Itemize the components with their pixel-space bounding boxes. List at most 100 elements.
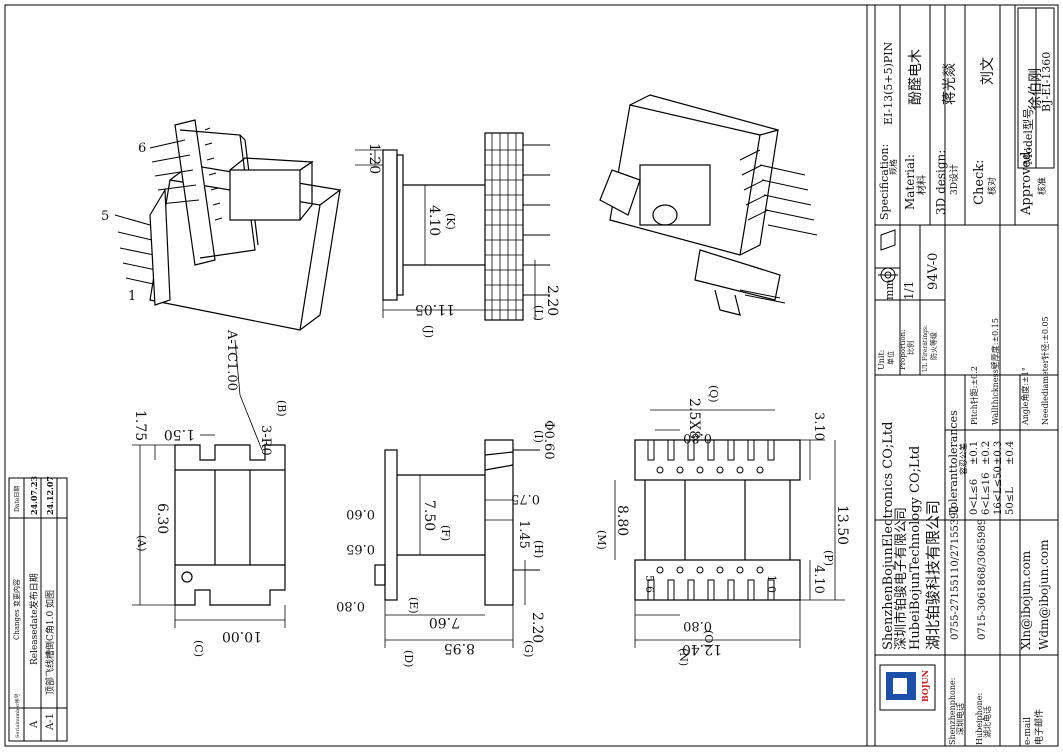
dim-1-50: 1.50 [164,426,195,442]
tolerances-title: Toleranttolerances [947,410,960,515]
dim-2-20-top: 2.20 [544,285,560,316]
label-b: (B) [275,400,288,417]
dim-0-65: 0.65 [346,541,375,556]
dim-10-00: 10.00 [222,628,262,644]
check-value: 刘文 [980,57,996,85]
label-q: (Q) [707,385,720,403]
dim-7-50: 7.50 [421,500,437,531]
email-label-cn: 电子邮件 [1033,709,1045,745]
label-m: (M) [595,530,608,550]
check-label-cn: 核对 [986,177,998,195]
label-j: (J) [422,325,435,338]
shenzhen-phone-value: 0755-27155110/27155392 [950,506,961,640]
iso-pin-5-label: 5 [101,209,109,224]
approved-label: Approved: [1019,147,1034,216]
tol-range-1: 0<L≤6 [969,479,980,515]
design-label: 3D design: [934,150,948,215]
approved-label-cn: 核准 [1036,177,1048,195]
approved-value: 徐伯刚 [1028,68,1044,110]
top-view-dims [355,149,536,320]
logo-text: BOJUN [920,670,930,702]
projection-symbol-icon [878,229,898,283]
check-label: Check: [972,159,987,205]
ul-value: 94V-0 [926,253,941,290]
iso-view-pins [114,119,341,331]
dim-6-30: 6.30 [154,503,170,534]
pin-0-label: 0 [765,586,778,593]
model-label: Model型号 [1021,108,1035,165]
bottom-view [634,439,801,601]
dim-0-80-top: 0.80 [683,430,712,445]
proportion-value: 1/1 [902,281,916,300]
dim-13-50: 13.50 [834,505,850,545]
spec-label: Specification: [878,144,891,220]
ul-label: UL Fireratings: [922,325,929,372]
dim-phi-0-60: Φ0.60 [541,420,556,460]
dim-4-10-bottom: 4.10 [811,565,826,594]
email-1: Xln@ibojun.com [1019,550,1033,650]
proportion-label: Proportion: [899,330,907,370]
tol-range-3: 16<L≤50 [993,466,1004,515]
tol-value-4: ±0.4 [1005,441,1016,465]
dim-3-r0: 3-R0 [258,425,273,456]
unit-value: mm [883,279,896,300]
dim-11-05: 11.05 [415,301,455,317]
change-row-2-serial: A-1 [45,713,56,731]
tolerances-title-cn: 容忍公差 [958,443,968,475]
dim-7-60: 7.60 [429,614,460,630]
material-label: Material: [903,154,917,210]
tol-range-4: 50≤L [1005,487,1016,515]
label-e: (E) [407,597,420,614]
dim-chamfer: A-1C1.00 [224,329,239,391]
tol-note-2: Wallthickness壁厚度:±0.15 [990,318,1000,425]
spec-label-cn: 规格 [888,159,898,175]
iso-view-right [599,94,818,316]
dim-2-20-side: 2.20 [529,612,545,643]
spec-value: EI-13(5+5)PIN [882,41,895,125]
change-header-serial: Serialnumber序号 [14,693,21,738]
tol-note-3: Angle角度:±1° [1020,367,1030,426]
pin-6-label: 6 [643,586,656,593]
label-g: (G) [522,640,535,657]
proportion-label-cn: 比例 [906,341,915,355]
label-n: (N) [677,648,690,666]
change-table: Serialnumber序号 Changes 变更内容 Date日期 A Rel… [8,476,68,742]
dim-12-40: 12.40 [682,641,722,657]
label-i: (I) [532,430,545,443]
pin-5-label: 5 [643,575,656,582]
dim-8-95: 8.95 [444,640,475,656]
pin-1-label: 1 [765,575,778,582]
dim-3-10: 3.10 [811,412,826,441]
change-header-content: Changes 变更内容 [12,579,21,640]
change-row-2-date: 24.12.07 [45,476,55,515]
title-block [874,5,1058,746]
tol-value-2: ±0.2 [981,441,992,465]
tol-note-1: Pitch针距:±0.2 [969,366,979,425]
company-en-1: ShenzhenBojunElectronics CO;Ltd [881,422,896,650]
dim-0-75: 0.75 [511,491,540,506]
ul-label-cn: 防火等级 [929,332,938,360]
bojun-logo: BOJUN [879,664,936,711]
change-row-2-content: 顶部飞线槽倒C角1.0 如图 [44,590,56,695]
label-o: (O) [702,630,715,648]
tol-value-1: ±0.1 [969,441,980,465]
tol-range-2: 6<L≤16 [981,473,992,516]
label-f: (F) [439,525,452,541]
top-view [382,132,550,321]
unit-label: Unit: [877,350,886,370]
bottom-view-dims [614,409,845,648]
company-cn-2: 湖北铂骏科技有限公司 [924,500,942,650]
unit-label-cn: 单位 [886,351,895,365]
email-label: e-mail [1023,717,1033,745]
hubei-phone-label-cn: 湖北电话 [982,706,992,738]
label-p: (P) [822,550,835,566]
label-k: (K) [444,213,457,230]
change-header-date: Date日期 [13,486,21,512]
dim-0-80-bottom: 0.80 [683,618,712,633]
shenzhen-phone-label: Shenzhenphone: [948,678,957,745]
label-a: (A) [135,535,148,552]
label-h: (H) [532,540,545,558]
dim-1-20: 1.20 [366,143,382,174]
model-box: Model型号 BJ-EI-1360 [1017,7,1055,169]
change-row-1-date: 24.07.23 [29,476,39,515]
